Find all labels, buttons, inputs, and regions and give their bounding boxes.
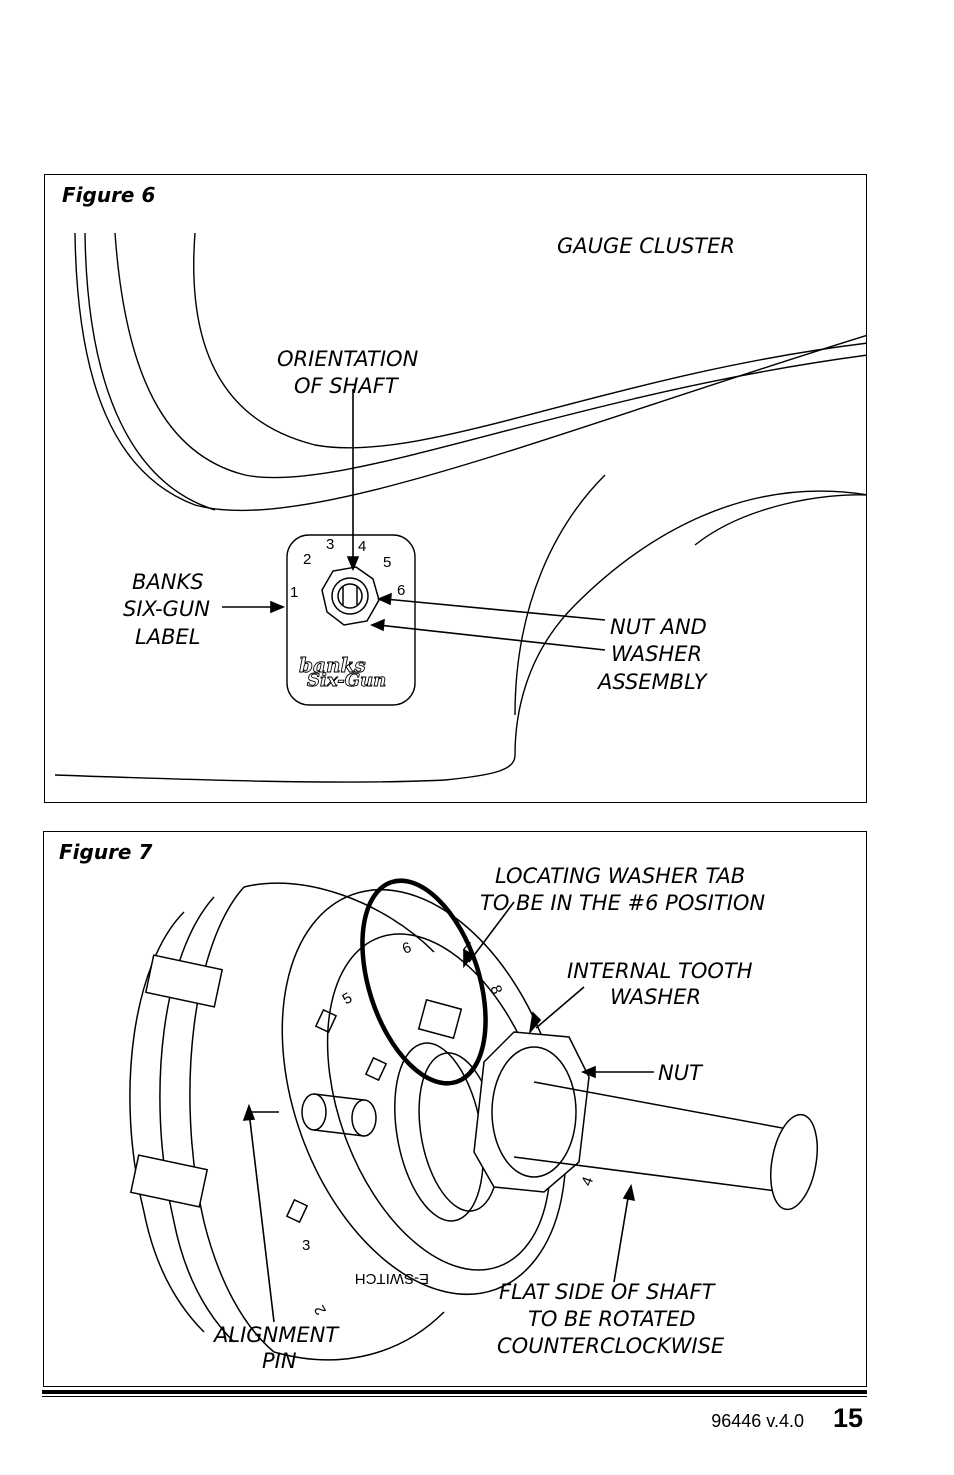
highlight-circle xyxy=(360,878,488,1086)
switch-brand: E-SWITCH xyxy=(355,1270,429,1287)
gauge-cluster-callout: GAUGE CLUSTER xyxy=(557,234,735,258)
locating-washer-callout-2: TO BE IN THE #6 POSITION xyxy=(480,891,765,915)
internal-tooth-callout-1: INTERNAL TOOTH xyxy=(567,959,753,983)
nut-washer-callout-3: ASSEMBLY xyxy=(596,670,709,694)
label-callout-3: LABEL xyxy=(135,625,200,649)
figure-6-panel: Figure 6 1 2 3 4 5 6 xyxy=(44,174,867,803)
figure-6-title: Figure 6 xyxy=(62,183,156,207)
dial-number-6: 6 xyxy=(397,582,405,599)
orientation-callout-1: ORIENTATION xyxy=(277,347,419,371)
flat-side-callout-3: COUNTERCLOCKWISE xyxy=(497,1334,725,1358)
nut-washer-callout-2: WASHER xyxy=(611,642,702,666)
document-version: 96446 v.4.0 xyxy=(711,1411,804,1431)
label-callout-1: BANKS xyxy=(132,570,204,594)
six-gun-label-plate: 1 2 3 4 5 6 banks Six-Gun xyxy=(286,534,416,706)
figure-7-panel: Figure 7 xyxy=(43,831,867,1387)
footer-rule-thin xyxy=(42,1396,867,1397)
locating-washer-callout-1: LOCATING WASHER TAB xyxy=(495,864,745,888)
label-callout-2: SIX-GUN xyxy=(123,597,210,621)
page-number: 15 xyxy=(833,1403,864,1433)
flat-side-callout-1: FLAT SIDE OF SHAFT xyxy=(499,1280,717,1304)
switch-number-8: 8 xyxy=(487,983,506,997)
nut-washer-callout-1: NUT AND xyxy=(610,615,707,639)
switch-number-2: 2 xyxy=(311,1302,330,1318)
nut-callout: NUT xyxy=(658,1061,704,1085)
dial-number-3: 3 xyxy=(326,536,334,553)
switch-number-4: 4 xyxy=(578,1175,597,1189)
figure-7-illustration: 2 3 4 5 6 7 8 E-SWITCH LOCATING WASHER T… xyxy=(129,864,818,1373)
alignment-pin-callout-1: ALIGNMENT xyxy=(212,1323,340,1347)
switch-number-6: 6 xyxy=(400,939,414,958)
banks-logo: banks xyxy=(299,653,366,677)
figure-6-illustration: 1 2 3 4 5 6 banks Six-Gun GAUGE xyxy=(54,232,866,783)
dial-number-4: 4 xyxy=(358,538,366,555)
switch-number-5: 5 xyxy=(339,989,355,1008)
dial-number-2: 2 xyxy=(303,551,311,568)
dial-number-1: 1 xyxy=(290,584,298,601)
orientation-callout-2: OF SHAFT xyxy=(294,374,400,398)
six-gun-logo: Six-Gun xyxy=(307,670,386,691)
switch-number-3: 3 xyxy=(302,1237,310,1254)
alignment-pin-callout-2: PIN xyxy=(262,1349,297,1373)
footer-rule xyxy=(42,1390,867,1394)
internal-tooth-callout-2: WASHER xyxy=(610,985,701,1009)
figure-7-title: Figure 7 xyxy=(59,840,153,864)
dial-number-5: 5 xyxy=(383,554,391,571)
flat-side-callout-2: TO BE ROTATED xyxy=(528,1307,696,1331)
